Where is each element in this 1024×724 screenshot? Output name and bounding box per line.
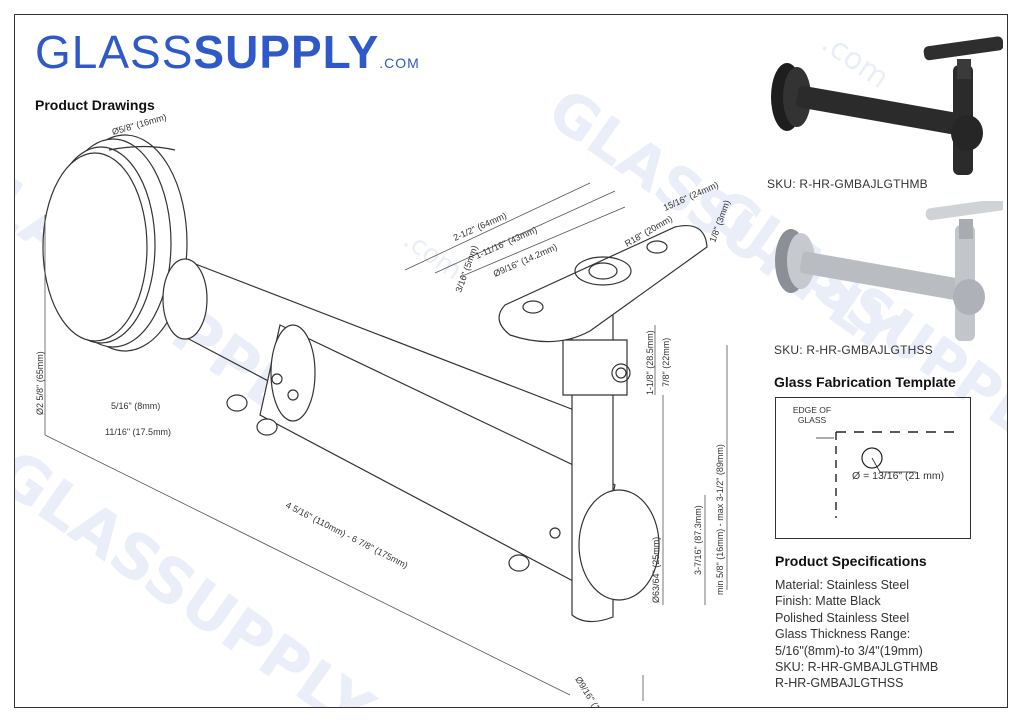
vertical-stem	[562, 315, 660, 623]
specs-heading: Product Specifications	[775, 553, 927, 569]
dim-bottom-dia: Ø9/16" (14mm)	[573, 675, 614, 708]
drawings-heading: Product Drawings	[35, 97, 155, 113]
set-screws	[226, 394, 530, 572]
glass-flange	[42, 134, 188, 352]
dim-stem-a: 1-1/8" (28.5mm)	[645, 330, 655, 395]
edge-of-glass-label: EDGE OF GLASS	[792, 405, 832, 425]
dim-knuckle-dia: Ø63/64" (25mm)	[651, 537, 661, 603]
saddle-plate	[498, 225, 708, 343]
dim-top-dia: Ø5/8" (16mm)	[111, 112, 168, 137]
technical-drawing: Ø5/8" (16mm) Ø2 5/8" (65mm) 5/16" (8mm) …	[35, 112, 732, 708]
logo-bold: SUPPLY	[193, 26, 380, 78]
template-drawing	[816, 431, 962, 518]
dim-flange-dia: Ø2 5/8" (65mm)	[35, 351, 45, 415]
spec-line: Finish: Matte Black	[775, 594, 881, 609]
brand-logo: GLASSSUPPLY.COM	[35, 29, 420, 75]
logo-suffix: .COM	[379, 55, 420, 71]
spec-line: Material: Stainless Steel	[775, 578, 910, 592]
dim-stem-b: 7/8" (22mm)	[661, 338, 671, 387]
template-heading: Glass Fabrication Template	[774, 374, 956, 390]
specs-list: Material: Stainless Steel Finish: Matte …	[775, 577, 938, 692]
dim-saddle-width: 15/16" (24mm)	[662, 180, 720, 213]
product-photo-steel	[775, 201, 1003, 341]
product-photo-black	[771, 36, 1003, 175]
dim-saddle-len: 2-1/2" (64mm)	[452, 210, 508, 242]
spec-sheet: GLASSUPPLY GLASSUPPLY GLASSUPPLY GLASSUP…	[14, 14, 1008, 708]
spec-line: SKU: R-HR-GMBAJLGTHMB	[775, 660, 939, 675]
spec-line: Polished Stainless Steel	[775, 610, 910, 625]
dim-vert-range: min 5/8" (16mm) - max 3-1/2" (89mm)	[715, 444, 725, 595]
dim-saddle-thk: 1/8" (3mm)	[707, 199, 732, 244]
product-sku: SKU: R-HR-GMBAJLGTHMB	[767, 177, 928, 191]
dim-gap-a: 5/16" (8mm)	[111, 401, 160, 411]
dim-length: 4 5/16" (110mm) - 6 7/8" (175mm)	[284, 500, 410, 571]
spec-line: Glass Thickness Range:	[775, 627, 911, 642]
hole-diameter-label: Ø = 13/16" (21 mm)	[852, 470, 945, 482]
dim-vert-total: 3-7/16" (87.3mm)	[693, 505, 703, 575]
dimension-lines	[44, 182, 728, 701]
logo-thin: GLASS	[35, 26, 194, 78]
dim-side-h: 3/16" (5mm)	[453, 244, 479, 294]
dim-gap-b: 11/16" (17.5mm)	[105, 427, 171, 437]
spec-line: 5/16"(8mm)-to 3/4"(19mm)	[775, 643, 923, 658]
fabrication-template: EDGE OF GLASS Ø = 13/16" (21 mm)	[775, 397, 971, 539]
product-sku: SKU: R-HR-GMBAJLGTHSS	[774, 343, 933, 357]
spec-line: R-HR-GMBAJLGTHSS	[775, 676, 904, 691]
